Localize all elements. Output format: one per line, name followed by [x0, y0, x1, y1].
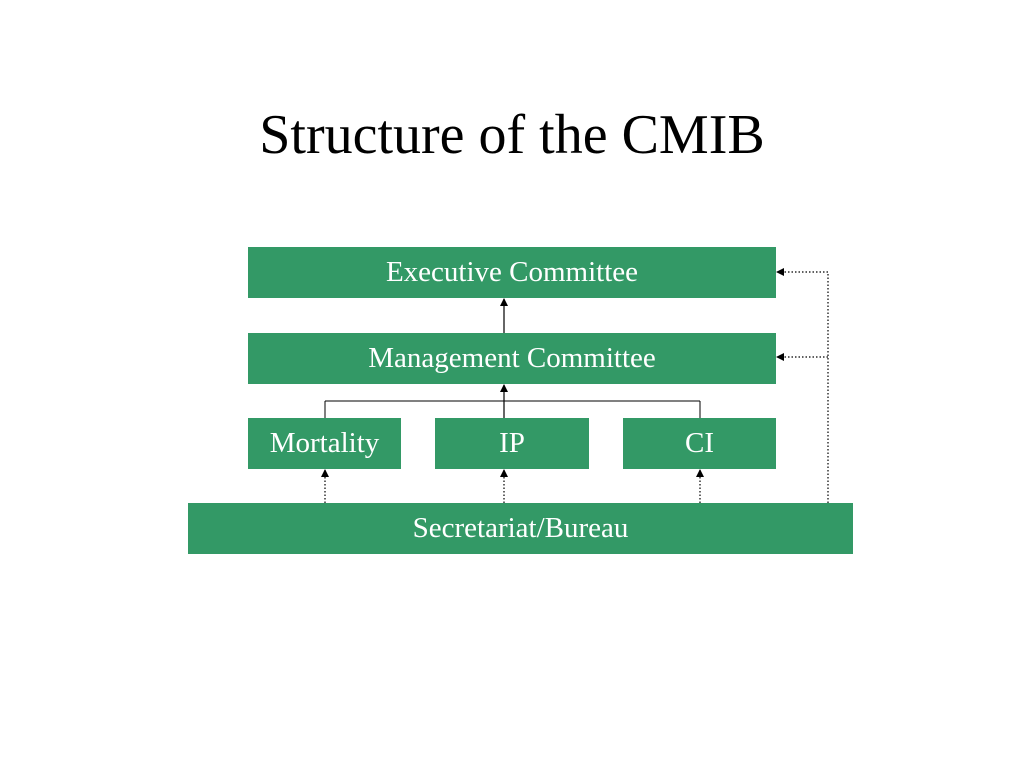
- ip-box: IP: [435, 418, 589, 469]
- slide-title: Structure of the CMIB: [259, 104, 765, 166]
- management-committee-box: Management Committee: [248, 333, 776, 384]
- mortality-box: Mortality: [248, 418, 401, 469]
- executive-committee-box: Executive Committee: [248, 247, 776, 298]
- ci-box: CI: [623, 418, 776, 469]
- secretariat-bureau-box: Secretariat/Bureau: [188, 503, 853, 554]
